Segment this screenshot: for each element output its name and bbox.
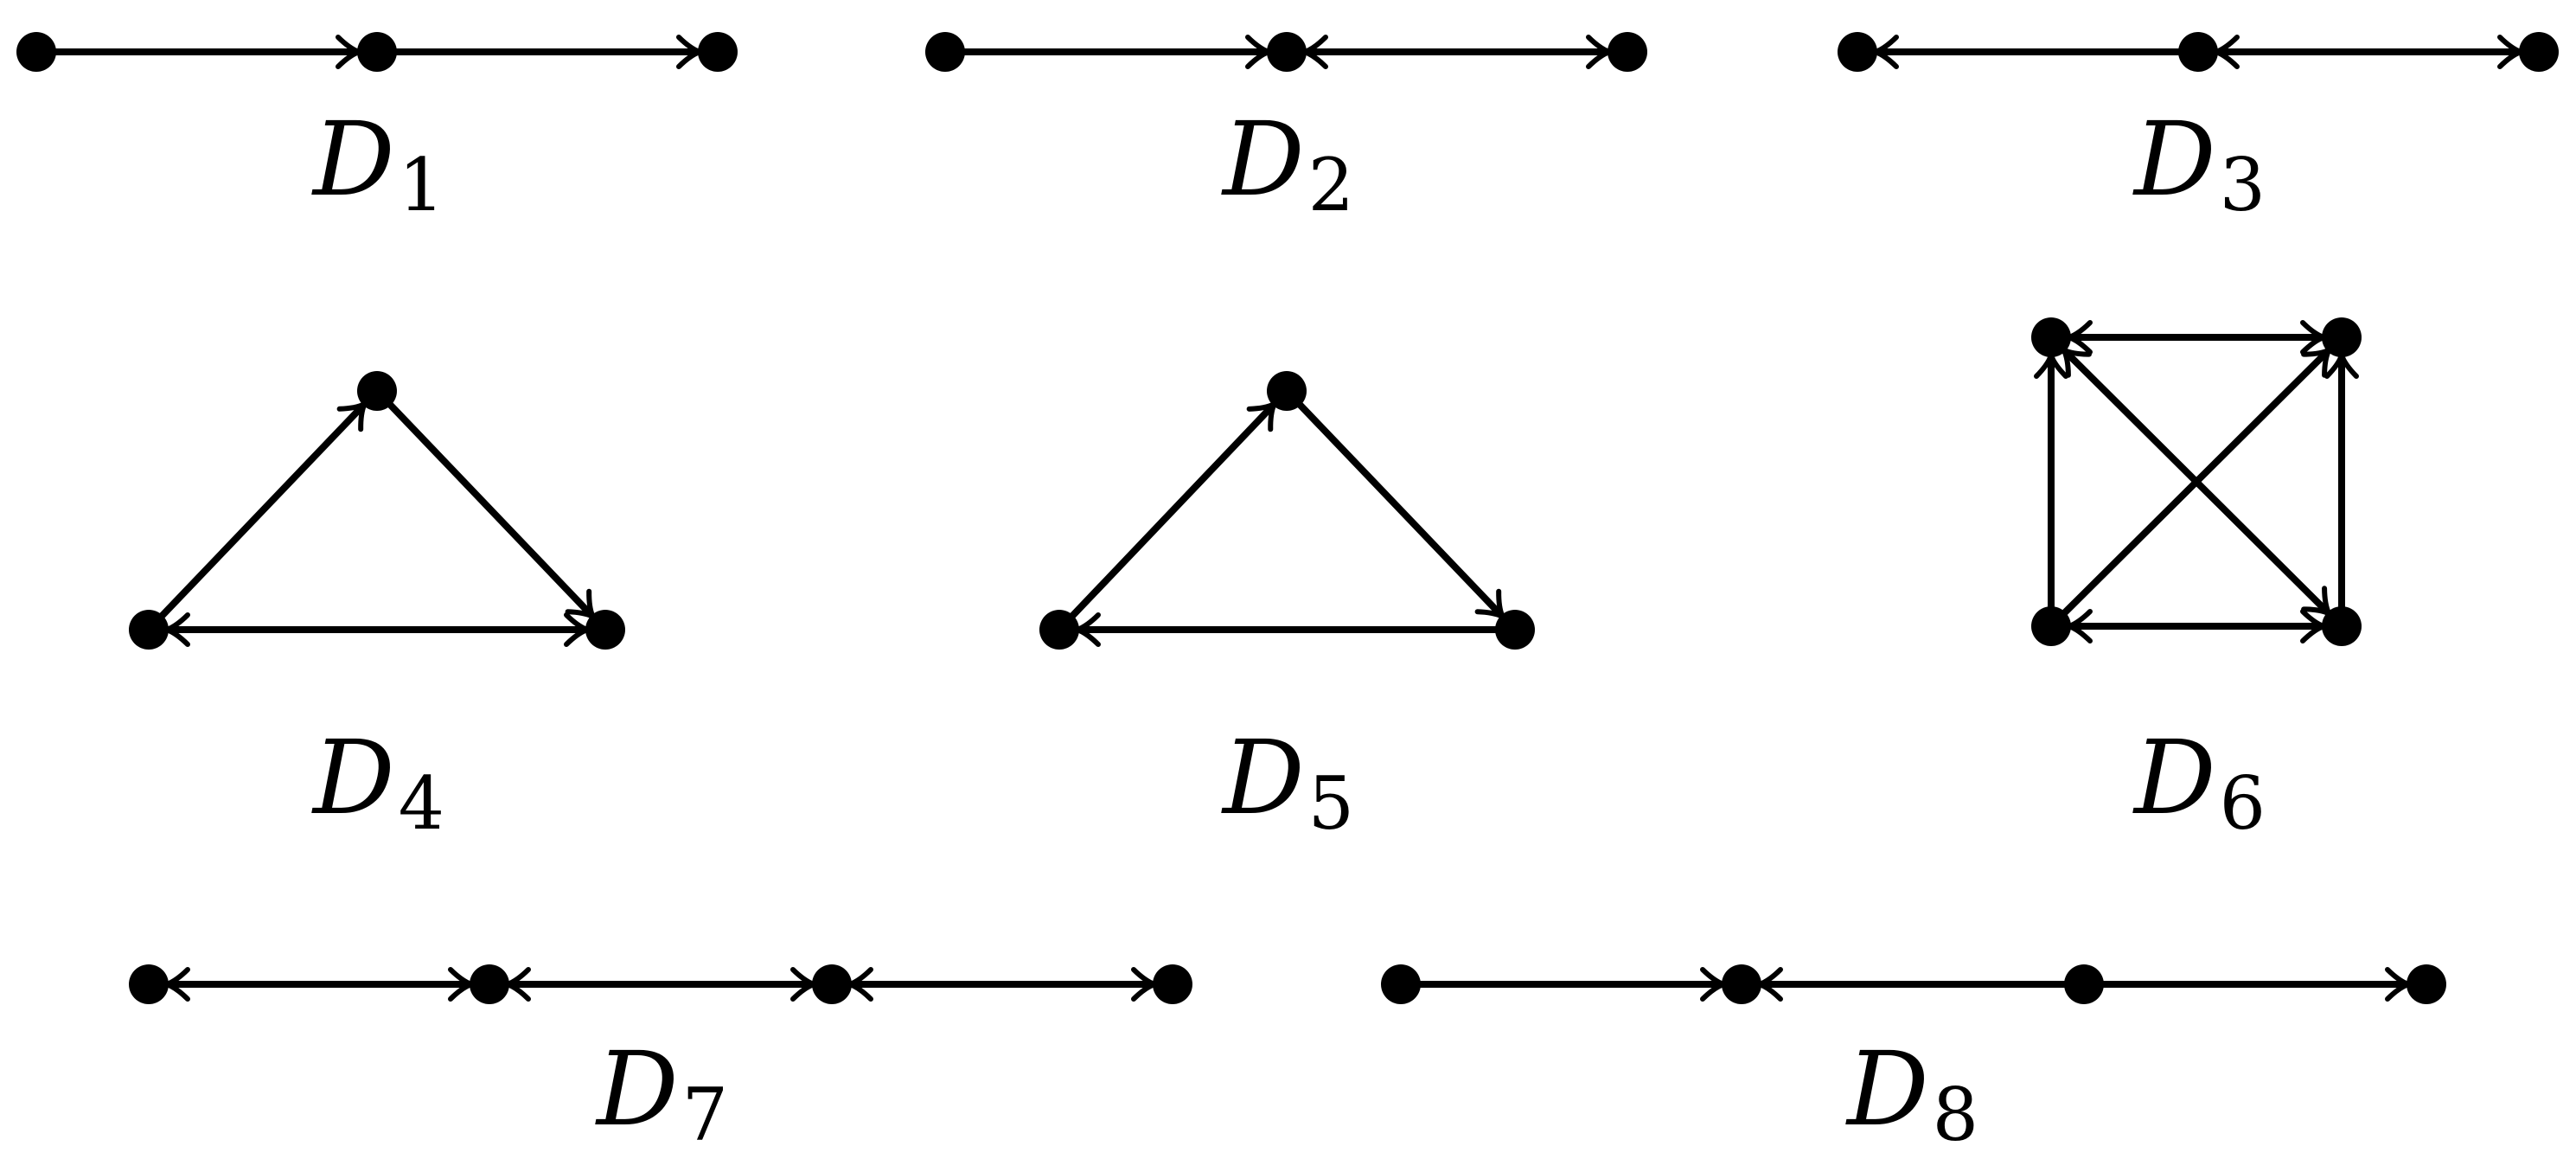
- label-subscript: 7: [682, 1073, 728, 1157]
- vertex-b: [357, 32, 397, 72]
- edge-bl-top: [145, 387, 380, 633]
- digraph-d4: D4: [129, 371, 625, 846]
- vertex-a: [129, 964, 169, 1004]
- vertex-c: [812, 964, 852, 1004]
- vertex-br: [2322, 606, 2362, 646]
- diagram-label: D8: [1845, 1029, 1978, 1157]
- diagram-label: D6: [2132, 718, 2266, 846]
- label-letter: D: [1221, 718, 1305, 837]
- vertex-a: [16, 32, 56, 72]
- label-letter: D: [595, 1029, 679, 1149]
- label-subscript: 1: [399, 143, 444, 227]
- label-letter: D: [311, 718, 395, 837]
- diagram-label: D3: [2132, 99, 2266, 227]
- diagram-label: D2: [1221, 99, 1354, 227]
- diagram-label: D5: [1221, 718, 1354, 846]
- vertex-bl: [1039, 610, 1079, 650]
- vertex-b: [2178, 32, 2218, 72]
- diagram-label: D7: [595, 1029, 728, 1157]
- vertex-bl: [129, 610, 169, 650]
- digraph-d2: D2: [925, 32, 1647, 227]
- vertex-tl: [2031, 317, 2071, 357]
- vertex-br: [1495, 610, 1535, 650]
- vertex-b: [1267, 32, 1307, 72]
- vertex-br: [585, 610, 625, 650]
- label-letter: D: [1221, 99, 1305, 219]
- vertex-d: [1153, 964, 1192, 1004]
- vertex-d: [2407, 964, 2446, 1004]
- label-letter: D: [2132, 99, 2216, 219]
- vertex-a: [1381, 964, 1421, 1004]
- vertex-c: [2064, 964, 2104, 1004]
- label-subscript: 3: [2220, 143, 2266, 227]
- digraph-d3: D3: [1838, 32, 2559, 227]
- vertex-a: [925, 32, 965, 72]
- digraph-d5: D5: [1039, 371, 1535, 846]
- vertex-c: [698, 32, 738, 72]
- vertex-c: [1608, 32, 1647, 72]
- vertex-tr: [2322, 317, 2362, 357]
- edge-top-br: [374, 387, 609, 633]
- label-letter: D: [1845, 1029, 1929, 1149]
- digraph-d7: D7: [129, 964, 1192, 1157]
- vertex-a: [1838, 32, 1877, 72]
- diagram-label: D1: [311, 99, 444, 227]
- label-subscript: 8: [1933, 1073, 1978, 1157]
- edge-top-br: [1283, 387, 1518, 633]
- vertex-bl: [2031, 606, 2071, 646]
- label-subscript: 4: [399, 761, 444, 846]
- vertex-top: [1267, 371, 1307, 411]
- digraph-d8: D8: [1381, 964, 2446, 1157]
- diagram-label: D4: [311, 718, 444, 846]
- edge-bl-top: [1056, 387, 1290, 633]
- vertex-top: [357, 371, 397, 411]
- label-letter: D: [311, 99, 395, 219]
- vertex-b: [1722, 964, 1761, 1004]
- vertex-c: [2519, 32, 2559, 72]
- digraph-d6: D6: [2031, 317, 2362, 846]
- edge-br-tl: [2048, 334, 2345, 630]
- label-subscript: 6: [2220, 761, 2266, 846]
- label-subscript: 2: [1308, 143, 1354, 227]
- digraph-d1: D1: [16, 32, 738, 227]
- vertex-b: [470, 964, 509, 1004]
- label-subscript: 5: [1308, 761, 1354, 846]
- label-letter: D: [2132, 718, 2216, 837]
